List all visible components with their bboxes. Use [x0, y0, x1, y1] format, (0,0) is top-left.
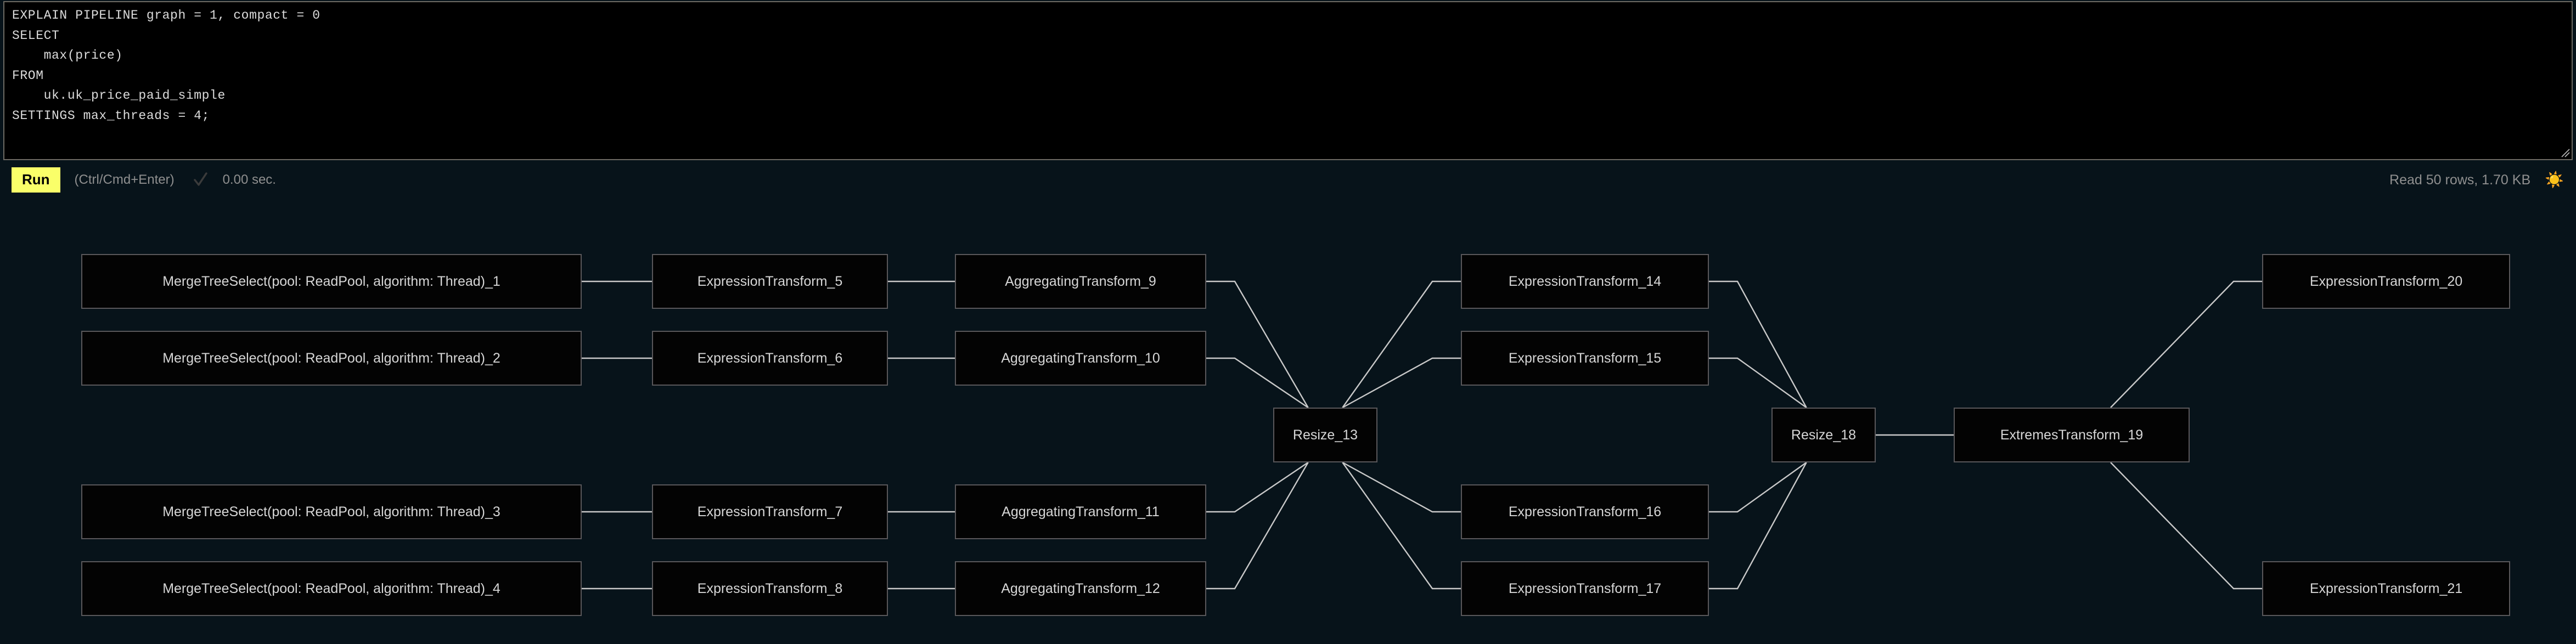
graph-edge [1342, 357, 1461, 409]
graph-node[interactable]: Resize_13 [1273, 408, 1377, 462]
graph-node[interactable]: ExpressionTransform_8 [652, 561, 888, 616]
graph-edge [2110, 280, 2262, 408]
graph-node[interactable]: ExpressionTransform_15 [1461, 331, 1709, 386]
sun-icon[interactable]: ☀️ [2545, 171, 2564, 188]
graph-node[interactable]: ExpressionTransform_6 [652, 331, 888, 386]
graph-edge [1206, 280, 1309, 408]
graph-edge [1206, 462, 1309, 590]
graph-node[interactable]: ExpressionTransform_20 [2262, 254, 2510, 309]
graph-node[interactable]: ExtremesTransform_19 [1954, 408, 2190, 462]
graph-node[interactable]: ExpressionTransform_17 [1461, 561, 1709, 616]
graph-edge [1342, 280, 1461, 408]
check-icon [192, 172, 209, 188]
query-toolbar: Run (Ctrl/Cmd+Enter) 0.00 sec. Read 50 r… [0, 165, 2576, 195]
graph-node[interactable]: ExpressionTransform_14 [1461, 254, 1709, 309]
graph-node[interactable]: ExpressionTransform_7 [652, 484, 888, 539]
shortcut-hint: (Ctrl/Cmd+Enter) [74, 172, 175, 187]
graph-edge [1206, 357, 1309, 408]
graph-node[interactable]: AggregatingTransform_11 [955, 484, 1206, 539]
run-button[interactable]: Run [12, 167, 60, 193]
graph-node[interactable]: MergeTreeSelect(pool: ReadPool, algorith… [81, 561, 582, 616]
graph-edge [2110, 462, 2262, 590]
graph-edge [1342, 461, 1461, 513]
graph-node[interactable]: MergeTreeSelect(pool: ReadPool, algorith… [81, 254, 582, 309]
graph-node[interactable]: MergeTreeSelect(pool: ReadPool, algorith… [81, 484, 582, 539]
graph-edge [1709, 462, 1807, 513]
graph-node[interactable]: ExpressionTransform_21 [2262, 561, 2510, 616]
graph-edge [1709, 280, 1807, 408]
graph-node[interactable]: Resize_18 [1771, 408, 1876, 462]
graph-node[interactable]: AggregatingTransform_9 [955, 254, 1206, 309]
graph-node[interactable]: AggregatingTransform_10 [955, 331, 1206, 386]
graph-node[interactable]: AggregatingTransform_12 [955, 561, 1206, 616]
query-input[interactable] [4, 2, 2572, 159]
graph-node[interactable]: ExpressionTransform_5 [652, 254, 888, 309]
graph-edge [1206, 462, 1309, 513]
query-editor[interactable] [3, 1, 2573, 160]
read-stats: Read 50 rows, 1.70 KB [2389, 172, 2531, 188]
graph-edge [1342, 462, 1461, 590]
pipeline-graph: MergeTreeSelect(pool: ReadPool, algorith… [0, 208, 2576, 644]
graph-node[interactable]: ExpressionTransform_16 [1461, 484, 1709, 539]
graph-edge [1709, 357, 1807, 408]
graph-edge [1709, 462, 1807, 590]
graph-edge-layer [582, 280, 2262, 590]
elapsed-time: 0.00 sec. [222, 172, 276, 187]
graph-node[interactable]: MergeTreeSelect(pool: ReadPool, algorith… [81, 331, 582, 386]
